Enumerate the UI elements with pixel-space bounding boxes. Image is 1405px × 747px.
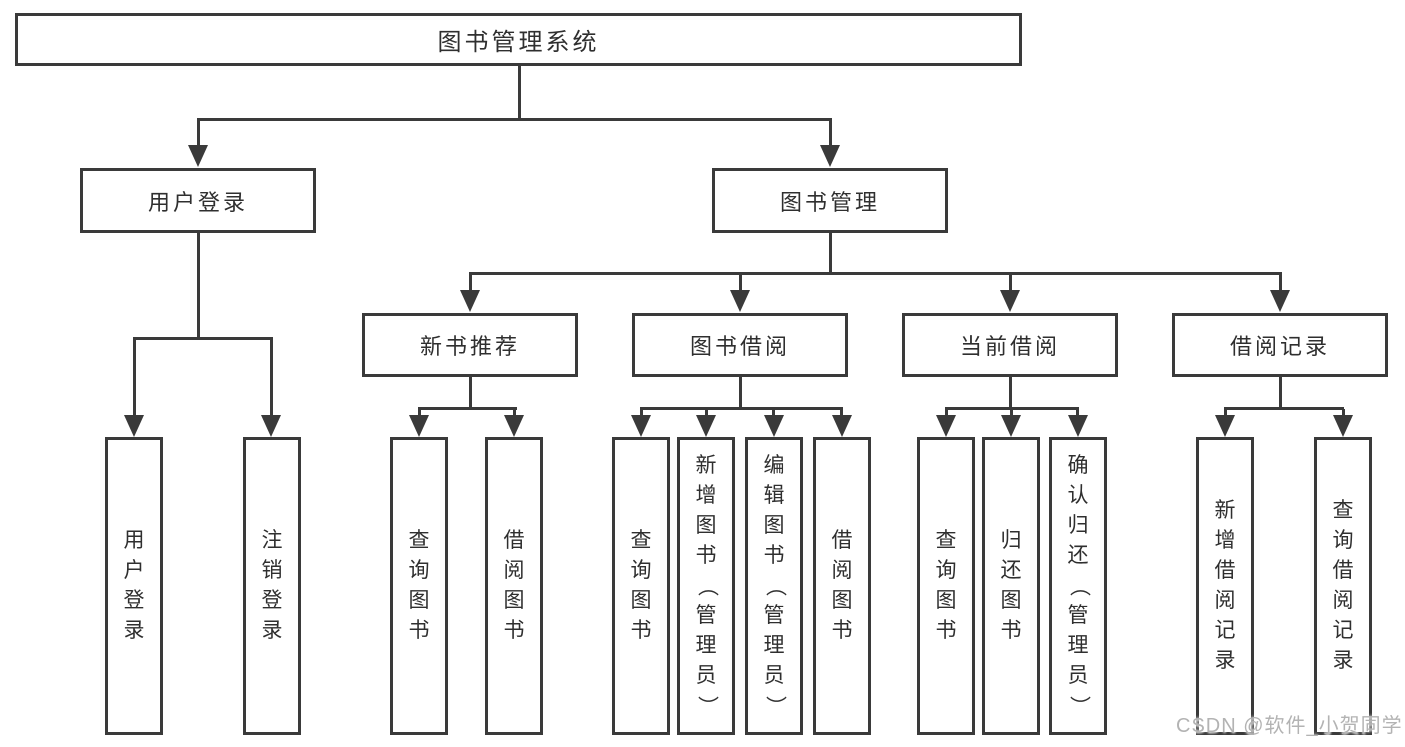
edge-line	[1009, 376, 1012, 409]
leaf-add-borrow-record: 新增借阅记录	[1196, 437, 1254, 735]
node-user-login: 用户登录	[80, 168, 316, 233]
node-book-management: 图书管理	[712, 168, 948, 233]
arrow-down-icon	[1068, 415, 1088, 437]
csdn-watermark: CSDN @软件_小贺同学	[1176, 715, 1403, 737]
leaf-label: 借阅图书	[831, 529, 853, 642]
node-label: 图书管理系统	[437, 29, 600, 56]
leaf-user-login: 用户登录	[105, 437, 163, 735]
edge-line	[945, 409, 948, 417]
arrow-down-icon	[460, 290, 480, 312]
leaf-label: 查询借阅记录	[1332, 499, 1354, 672]
arrow-down-icon	[631, 415, 651, 437]
edge-line	[1279, 376, 1282, 409]
edge-line	[1076, 409, 1079, 417]
node-new-book-recommend: 新书推荐	[362, 313, 578, 377]
leaf-borrow-books-recommend: 借阅图书	[485, 437, 543, 735]
leaf-query-books-current: 查询图书	[917, 437, 975, 735]
arrow-down-icon	[936, 415, 956, 437]
node-label: 用户登录	[147, 189, 248, 215]
leaf-add-books-admin: 新增图书（管理员）	[677, 437, 735, 735]
edge-line	[829, 118, 832, 147]
arrow-down-icon	[188, 145, 208, 167]
arrow-down-icon	[261, 415, 281, 437]
node-label: 借阅记录	[1229, 334, 1330, 359]
edge-line	[1279, 274, 1282, 291]
arrow-down-icon	[764, 415, 784, 437]
node-label: 当前借阅	[959, 334, 1060, 359]
leaf-edit-books-admin: 编辑图书（管理员）	[745, 437, 803, 735]
arrow-down-icon	[1333, 415, 1353, 437]
leaf-label: 归还图书	[1000, 529, 1022, 642]
edge-line	[1224, 409, 1227, 417]
edge-line	[197, 118, 832, 121]
arrow-down-icon	[1215, 415, 1235, 437]
leaf-borrow-books: 借阅图书	[813, 437, 871, 735]
arrow-down-icon	[832, 415, 852, 437]
leaf-label: 新增借阅记录	[1214, 499, 1236, 672]
edge-line	[640, 409, 643, 417]
arrow-down-icon	[1001, 415, 1021, 437]
node-book-borrow: 图书借阅	[632, 313, 848, 377]
arrow-down-icon	[820, 145, 840, 167]
leaf-label: 借阅图书	[503, 529, 525, 642]
leaf-query-books-borrow: 查询图书	[612, 437, 670, 735]
leaf-label: 新增图书（管理员）	[695, 454, 718, 717]
node-borrow-record: 借阅记录	[1172, 313, 1388, 377]
edge-line	[739, 274, 742, 291]
arrow-down-icon	[124, 415, 144, 437]
leaf-label: 用户登录	[123, 529, 145, 642]
node-label: 新书推荐	[419, 334, 520, 359]
edge-line	[840, 409, 843, 417]
edge-line	[418, 409, 421, 417]
edge-line	[1342, 409, 1345, 417]
leaf-label: 查询图书	[935, 529, 957, 642]
leaf-confirm-return-admin: 确认归还（管理员）	[1049, 437, 1107, 735]
leaf-query-borrow-record: 查询借阅记录	[1314, 437, 1372, 735]
edge-line	[1009, 274, 1012, 291]
leaf-label: 查询图书	[408, 529, 430, 642]
edge-line	[739, 376, 742, 409]
edge-line	[469, 272, 1282, 275]
leaf-label: 编辑图书（管理员）	[763, 454, 786, 717]
leaf-query-books-recommend: 查询图书	[390, 437, 448, 735]
leaf-return-books: 归还图书	[982, 437, 1040, 735]
leaf-label: 注销登录	[261, 529, 283, 642]
node-current-borrow: 当前借阅	[902, 313, 1118, 377]
edge-line	[418, 407, 517, 410]
arrow-down-icon	[504, 415, 524, 437]
edge-line	[197, 232, 200, 338]
node-library-management-system: 图书管理系统	[15, 13, 1022, 66]
arrow-down-icon	[730, 290, 750, 312]
edge-line	[945, 407, 1079, 410]
leaf-logout: 注销登录	[243, 437, 301, 735]
edge-line	[1010, 409, 1013, 417]
edge-line	[469, 376, 472, 409]
edge-line	[640, 407, 843, 410]
edge-line	[518, 66, 521, 118]
leaf-label: 确认归还（管理员）	[1067, 454, 1090, 717]
arrow-down-icon	[696, 415, 716, 437]
edge-line	[772, 409, 775, 417]
edge-line	[513, 409, 516, 417]
edge-line	[270, 339, 273, 415]
node-label: 图书借阅	[689, 334, 790, 359]
edge-line	[197, 118, 200, 147]
leaf-label: 查询图书	[630, 529, 652, 642]
edge-line	[1224, 407, 1344, 410]
node-label: 图书管理	[779, 189, 880, 215]
arrow-down-icon	[1000, 290, 1020, 312]
edge-line	[469, 274, 472, 291]
edge-line	[133, 337, 273, 340]
edge-line	[133, 339, 136, 415]
arrow-down-icon	[1270, 290, 1290, 312]
edge-line	[705, 409, 708, 417]
edge-line	[829, 231, 832, 274]
arrow-down-icon	[409, 415, 429, 437]
